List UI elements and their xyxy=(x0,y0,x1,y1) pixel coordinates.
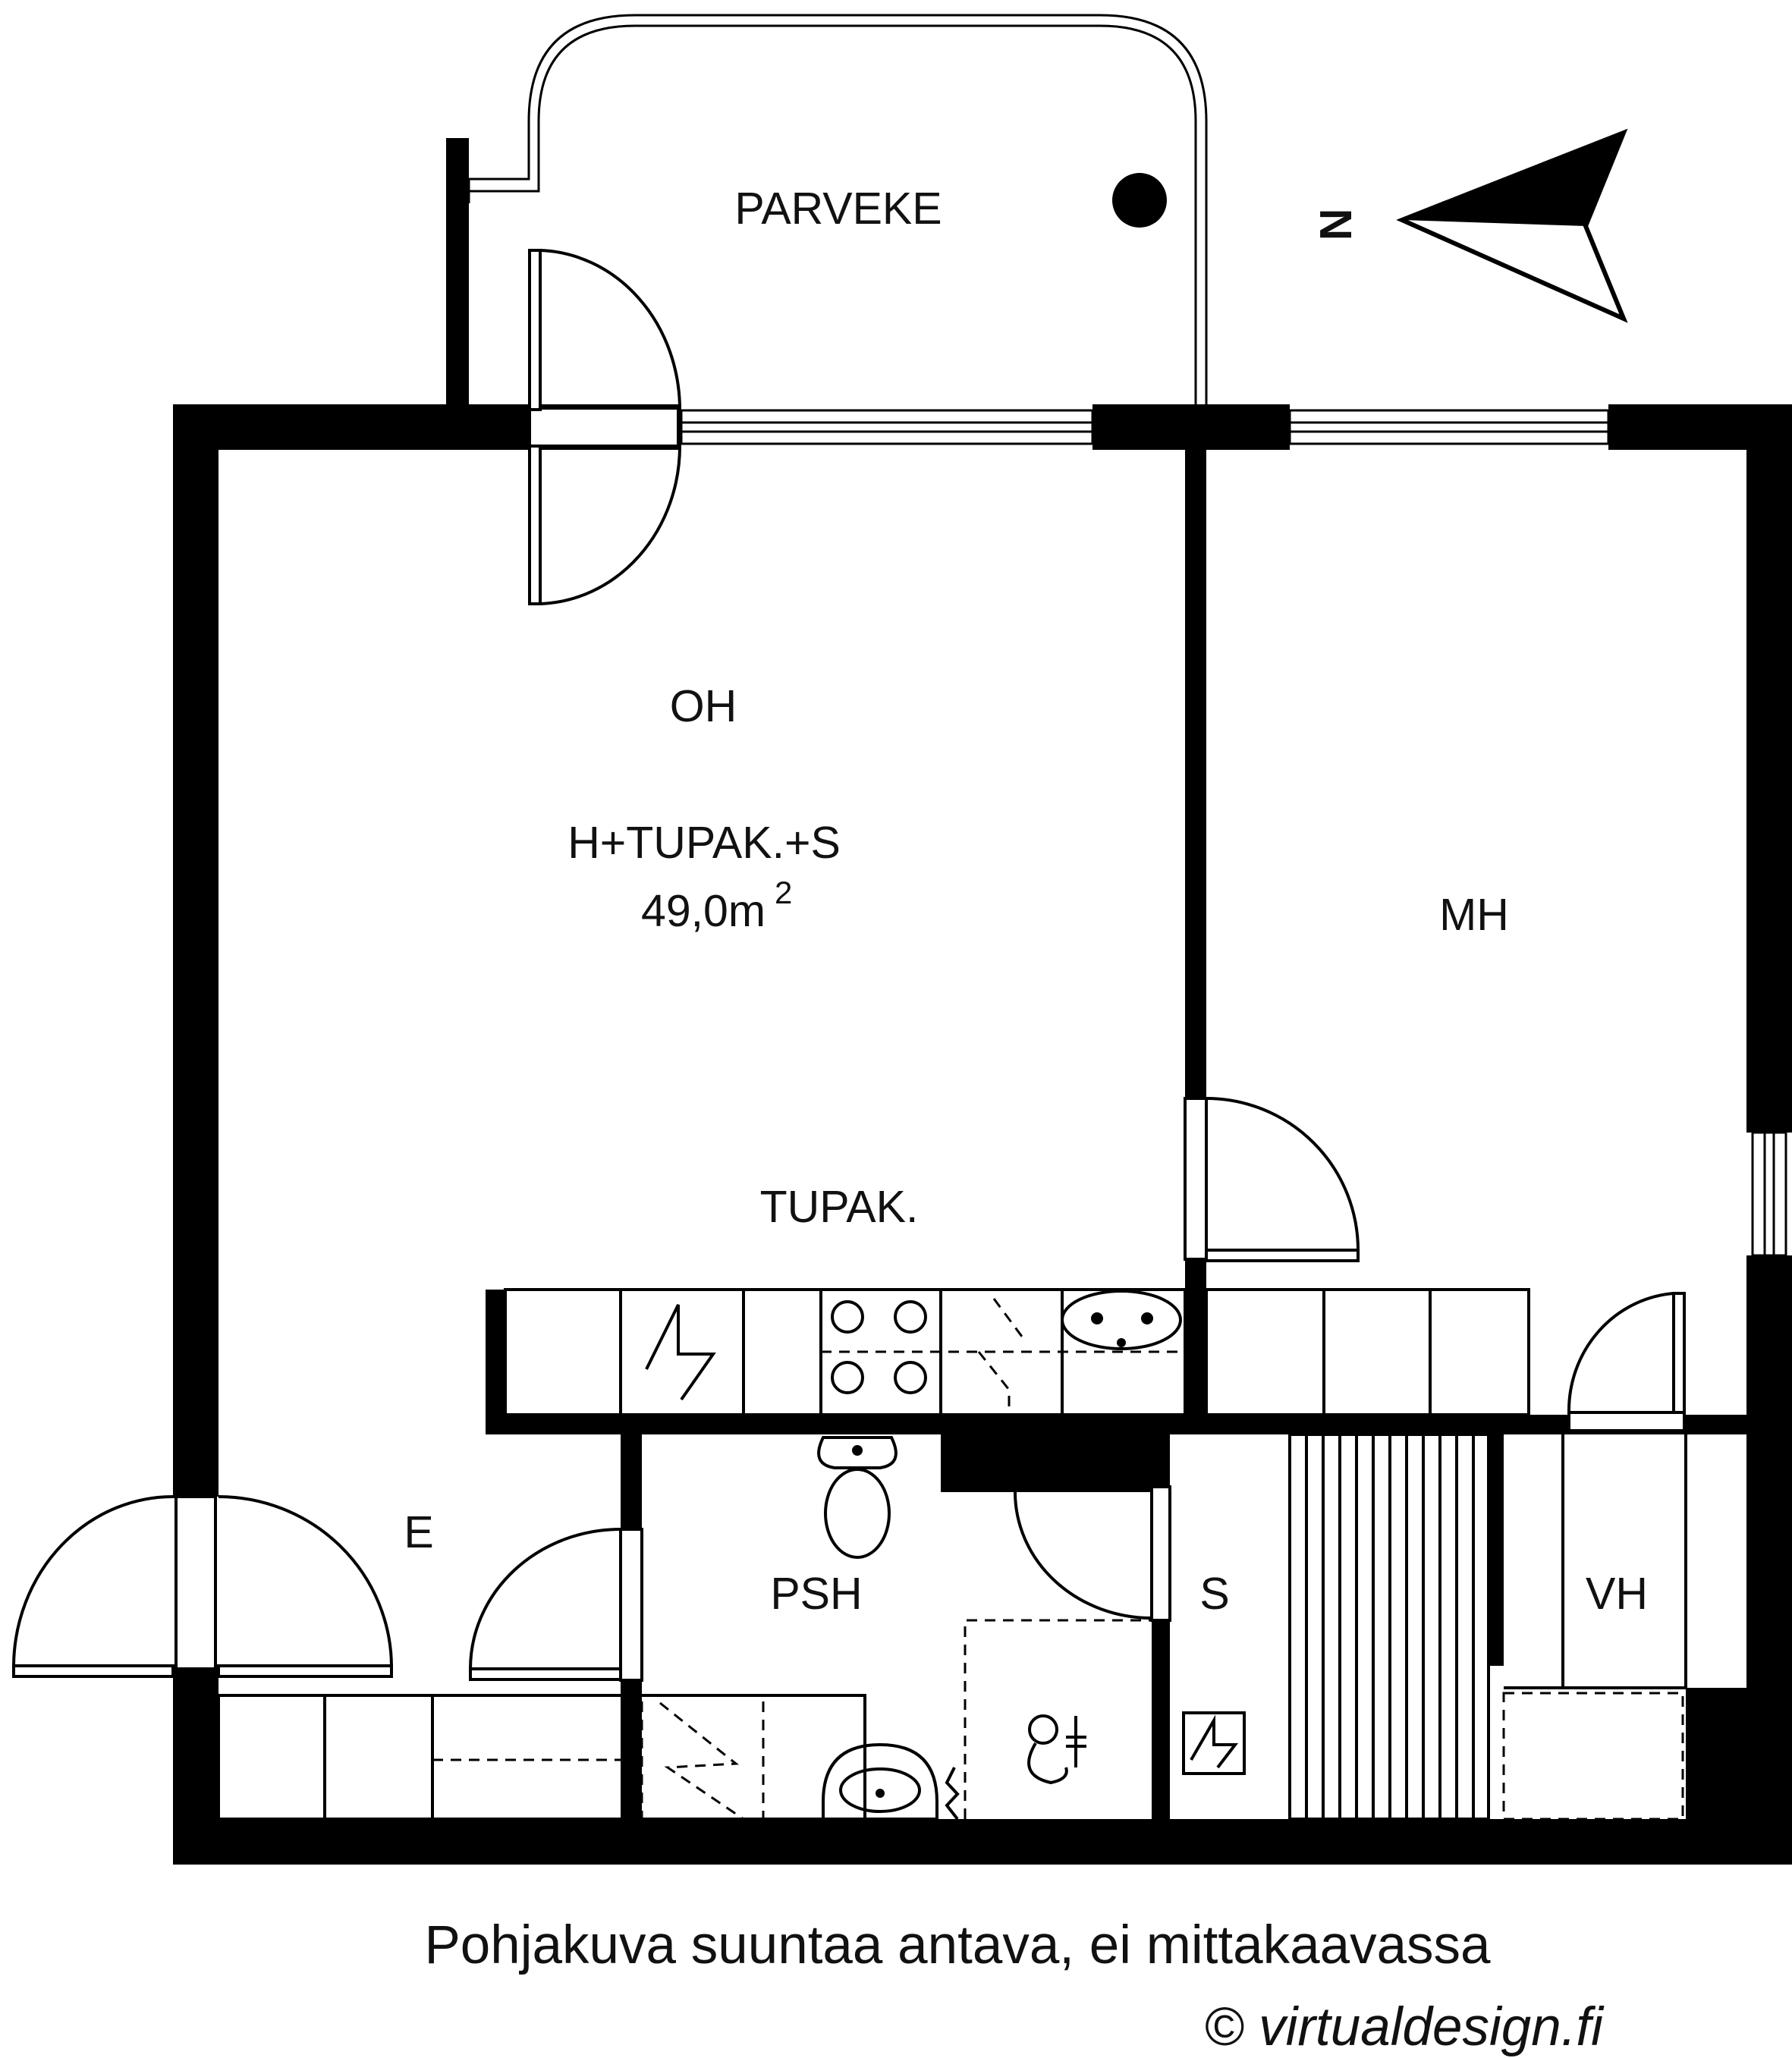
label-e: E xyxy=(404,1507,433,1557)
sauna-door xyxy=(1014,1485,1171,1622)
label-mh: MH xyxy=(1439,890,1509,940)
sauna-stove xyxy=(1182,1711,1246,1775)
window-mh-east xyxy=(1751,1131,1787,1257)
outer-walls xyxy=(173,404,1792,1865)
entrance-door xyxy=(12,1494,393,1678)
mh-door xyxy=(1184,1097,1360,1262)
compass: N xyxy=(1311,128,1628,323)
vh-door xyxy=(1567,1292,1686,1432)
washbasin xyxy=(822,1742,960,1821)
label-oh: OH xyxy=(670,681,737,731)
label-balcony: PARVEKE xyxy=(734,184,942,234)
compass-letter: N xyxy=(1311,209,1361,241)
window-mh-north xyxy=(1288,409,1610,445)
kitchen-counter xyxy=(486,1288,1187,1419)
footer-disclaimer: Pohjakuva suuntaa antava, ei mittakaavas… xyxy=(424,1915,1491,1975)
label-area: 49,0m 2 xyxy=(641,875,792,936)
label-apartment-type: H+TUPAK.+S xyxy=(567,818,841,868)
vh-closet xyxy=(1502,1434,1687,1821)
sauna-benches xyxy=(1288,1433,1490,1821)
psh-door xyxy=(469,1528,643,1682)
toilet xyxy=(817,1436,898,1559)
footer-copyright: © virtualdesign.fi xyxy=(1204,1997,1605,2057)
mh-wardrobes xyxy=(1205,1288,1530,1416)
label-s: S xyxy=(1199,1569,1229,1619)
shower-area xyxy=(964,1619,1152,1819)
balcony-drain xyxy=(1112,173,1167,228)
area-superscript: 2 xyxy=(775,875,792,910)
balcony-door xyxy=(525,249,681,605)
area-value: 49,0m xyxy=(641,886,766,936)
window-balcony-left xyxy=(680,409,1094,445)
balcony-railing xyxy=(467,14,1208,408)
label-psh: PSH xyxy=(770,1569,862,1619)
label-tupak: TUPAK. xyxy=(760,1182,919,1232)
balcony-wall-stub xyxy=(446,138,469,410)
entrance-closets xyxy=(217,1694,866,1821)
label-vh: VH xyxy=(1586,1569,1648,1619)
